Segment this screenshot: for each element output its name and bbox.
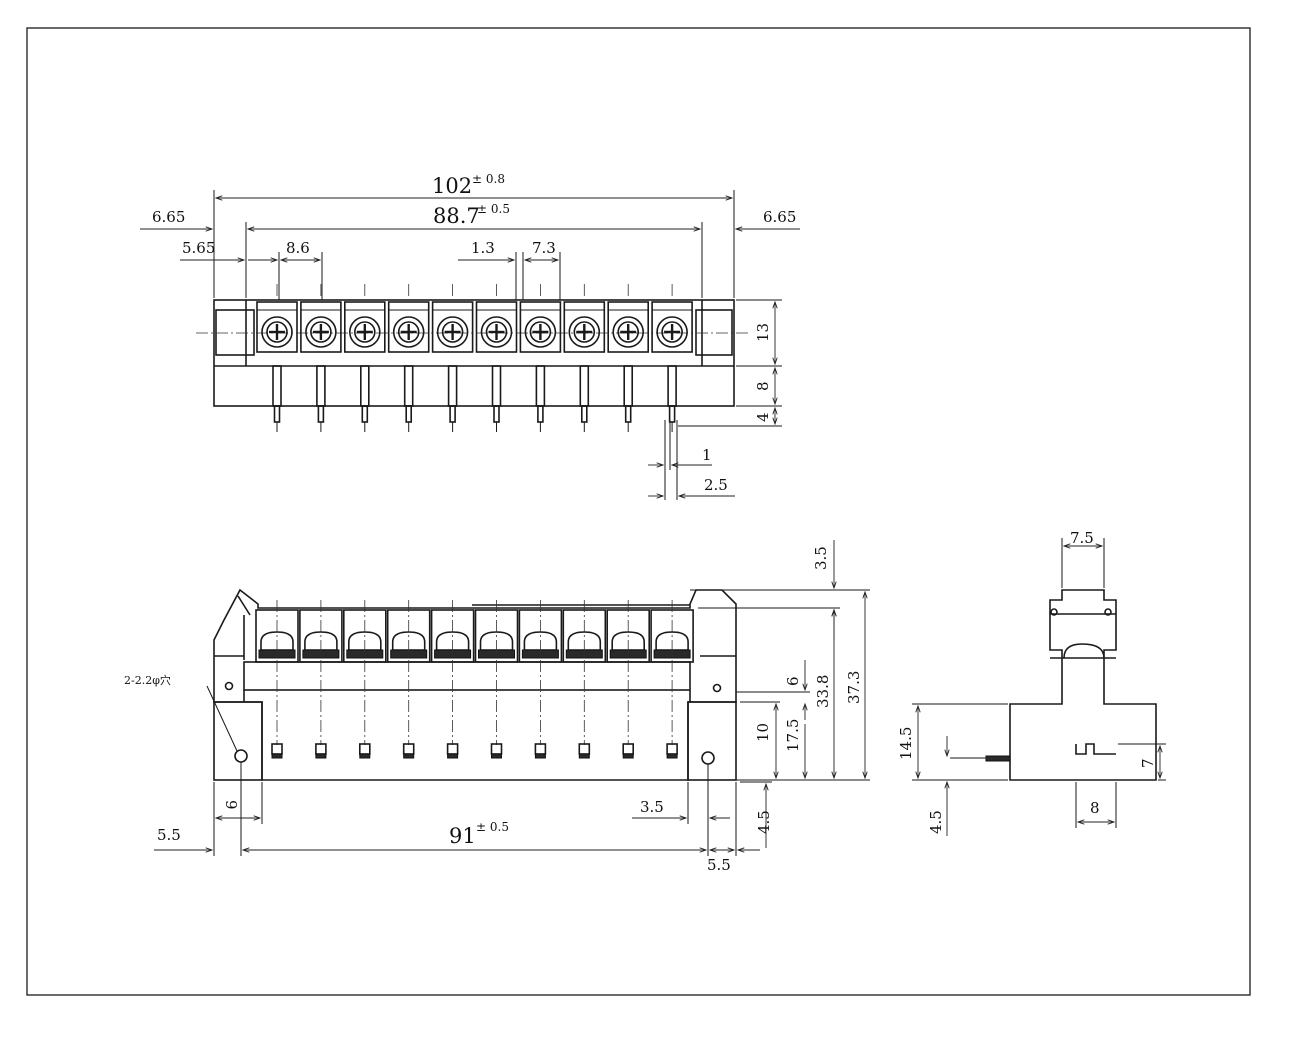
terminal-screw [387, 284, 430, 353]
terminal-pin [359, 365, 370, 432]
terminal-screw [563, 284, 606, 353]
terminal-pin [579, 365, 590, 432]
terminal-front [474, 600, 519, 759]
terminal-front [518, 600, 563, 759]
terminal-front [255, 600, 299, 759]
terminal-pin [535, 365, 546, 432]
dim-pin-lower: 4 [754, 412, 772, 422]
terminal-screw [475, 284, 518, 353]
dim-pin-protrusion: 4.5 [755, 810, 773, 834]
terminal-pin [316, 365, 326, 432]
terminal-pin [403, 365, 414, 432]
dim-left-flange: 9 [222, 800, 240, 810]
side-hole-left [1050, 608, 1058, 616]
side-view: 7.5 14.5 4.5 7 8 [897, 529, 1166, 836]
side-view-pin [985, 755, 1011, 762]
mount-hole-right [701, 751, 715, 765]
terminal-screw [651, 284, 693, 353]
dim-pin-offset: 2.5 [704, 476, 728, 494]
top-view: 102 ± 0.8 88.7 ± 0.5 6.65 6.65 5.65 8.6 … [140, 172, 800, 500]
terminal-screw [343, 284, 386, 353]
dim-pitch: 8.6 [286, 239, 310, 257]
dim-height-14-5: 14.5 [897, 727, 915, 760]
dim-base-width: 8 [1090, 799, 1100, 817]
terminal-front [606, 600, 651, 759]
dim-right-edge: 5.5 [707, 856, 731, 874]
dim-overall-length: 102 [432, 174, 472, 198]
dim-body-length: 88.7 [433, 204, 480, 228]
dim-first-offset: 5.65 [182, 239, 215, 257]
top-view-terminals [256, 284, 693, 432]
dim-hole-spacing-tolerance: ± 0.5 [476, 820, 509, 834]
front-view-right-flange [687, 701, 737, 781]
terminal-front [299, 600, 343, 759]
terminal-screw [300, 284, 342, 353]
top-view-left-cap [215, 309, 255, 356]
side-view-outline [1009, 589, 1157, 781]
terminal-pin [623, 365, 634, 432]
dim-overall-length-tolerance: ± 0.8 [472, 172, 505, 186]
dim-body-length-tolerance: ± 0.5 [477, 202, 510, 216]
terminal-screw [256, 284, 298, 353]
dim-left-edge: 5.5 [157, 826, 181, 844]
dim-right-hole-offset: 3.5 [640, 798, 664, 816]
terminal-front [342, 600, 387, 759]
mount-hole-left [234, 749, 248, 763]
terminal-pin [447, 365, 458, 432]
dim-right-end: 6.65 [763, 208, 796, 226]
terminal-pin [667, 365, 677, 432]
dim-barrier: 1.3 [471, 239, 495, 257]
side-hole-right [1104, 608, 1112, 616]
terminal-screw [431, 284, 474, 353]
terminal-front [386, 600, 431, 759]
dim-height-10: 10 [754, 723, 772, 742]
dim-hole-spacing: 91 [449, 824, 476, 848]
front-view-left-flange [213, 701, 263, 781]
mount-hole-label: 2-2.2φ穴 [124, 673, 171, 687]
dim-top-step: 3.5 [812, 546, 830, 570]
dim-left-end: 6.65 [152, 208, 185, 226]
dim-total-height: 37.3 [845, 671, 863, 704]
drawing-frame [26, 27, 1251, 996]
front-small-hole-left [224, 681, 234, 691]
dim-terminal-width: 7.3 [532, 239, 556, 257]
dim-height-6: 6 [784, 676, 802, 686]
terminal-front [650, 600, 694, 759]
dim-body-height: 13 [754, 323, 772, 342]
terminal-screw [607, 284, 650, 353]
terminal-pin [272, 365, 282, 432]
dim-base-height: 7 [1139, 758, 1157, 768]
dim-height-33-8: 33.8 [814, 675, 832, 708]
terminal-front [562, 600, 607, 759]
dim-pin-upper: 8 [754, 381, 772, 391]
terminal-front [430, 600, 475, 759]
dim-top-width: 7.5 [1070, 529, 1094, 547]
terminal-screw [519, 284, 562, 353]
top-view-body [213, 299, 735, 407]
dim-pin-diameter: 1 [702, 446, 712, 464]
front-view: 2-2.2φ穴 3.5 6 10 17.5 33.8 37.3 5.5 9 91 [124, 540, 870, 874]
front-view-terminals [255, 600, 694, 759]
front-small-hole-right [712, 683, 722, 693]
dim-height-17-5: 17.5 [784, 719, 802, 752]
dim-side-pin-height: 4.5 [927, 810, 945, 834]
terminal-pin [491, 365, 502, 432]
top-view-right-cap [695, 309, 733, 356]
